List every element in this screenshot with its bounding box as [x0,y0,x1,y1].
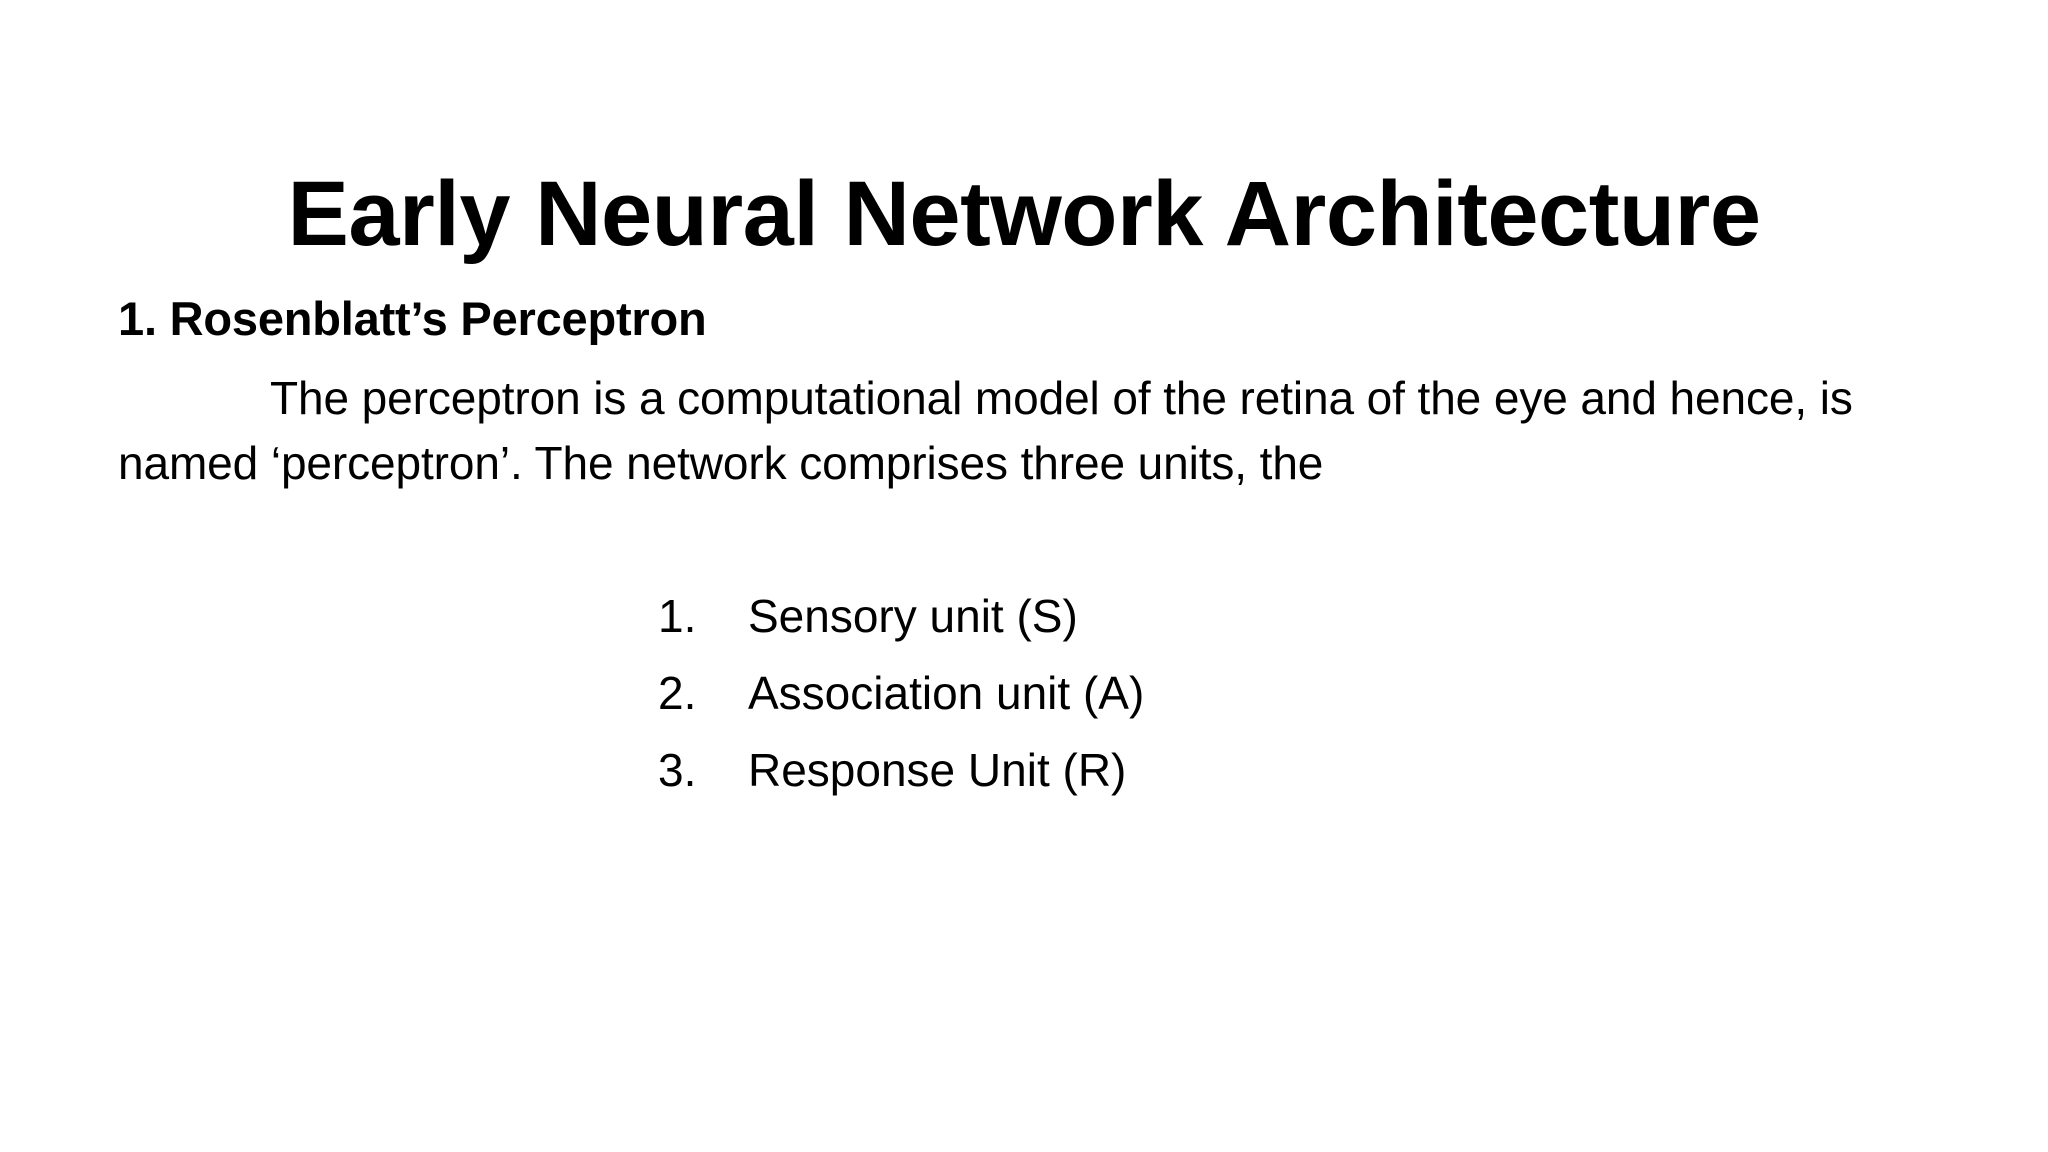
list-item-marker: 1. [658,590,697,642]
perceptron-units-list: 1. Sensory unit (S) 2. Association unit … [658,578,1144,809]
list-item-label: Response Unit (R) [748,744,1127,796]
list-item: 2. Association unit (A) [658,655,1144,732]
list-item: 1. Sensory unit (S) [658,578,1144,655]
page-title: Early Neural Network Architecture [287,162,1761,265]
list-item-marker: 2. [658,667,697,719]
body-paragraph: The perceptron is a computational model … [118,372,1853,489]
list-item-label: Sensory unit (S) [748,590,1078,642]
list-item-label: Association unit (A) [748,667,1145,719]
slide-body: 1. Rosenblatt’s Perceptron The perceptro… [118,290,1930,496]
list-item: 3. Response Unit (R) [658,732,1144,809]
section-heading: 1. Rosenblatt’s Perceptron [118,292,707,345]
list-item-marker: 3. [658,744,697,796]
